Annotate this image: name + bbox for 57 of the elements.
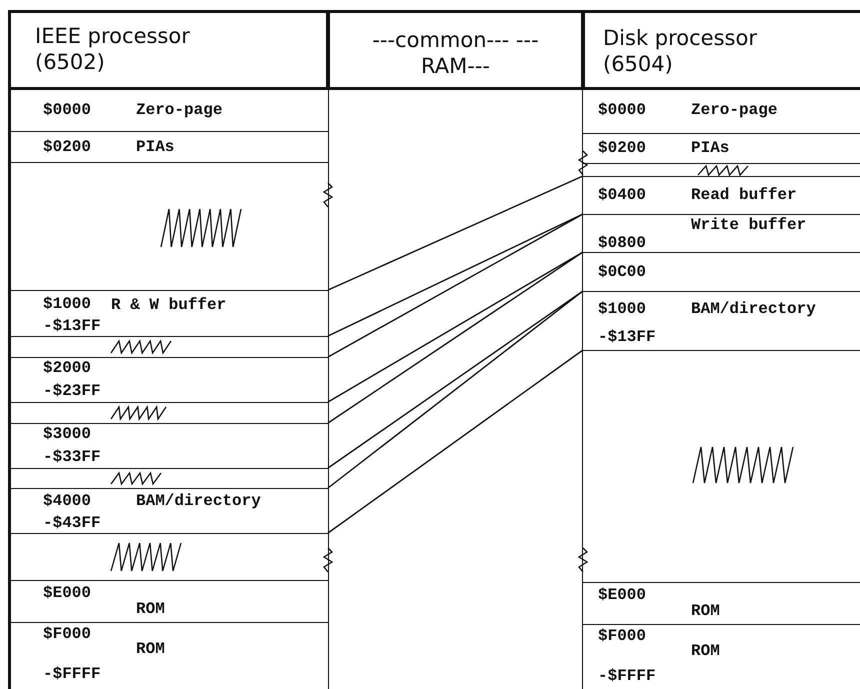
column-heading: ---common--- ---RAM--- xyxy=(371,27,540,79)
unused-memory-band xyxy=(8,162,329,291)
memory-block xyxy=(8,423,329,469)
memory-block xyxy=(8,488,329,534)
memory-block xyxy=(8,580,329,623)
region-label: Zero-page xyxy=(136,101,222,119)
address-label: $0200 xyxy=(598,139,646,157)
memory-block xyxy=(8,622,329,689)
address-label: -$FFFF xyxy=(43,665,101,683)
region-label: ROM xyxy=(691,602,720,620)
region-label: Zero-page xyxy=(691,101,778,119)
column-header xyxy=(327,10,584,90)
address-label: -$FFFF xyxy=(598,667,656,685)
column-header xyxy=(582,10,860,90)
column-heading: IEEE processor (6502) xyxy=(35,23,191,75)
address-label: $3000 xyxy=(43,425,92,443)
region-label: ROM xyxy=(136,600,165,618)
address-label: -$13FF xyxy=(598,328,656,346)
address-label: $1000 xyxy=(43,295,92,313)
address-label: -$23FF xyxy=(43,382,101,400)
unused-memory-band xyxy=(8,336,329,358)
unused-memory-band xyxy=(8,402,329,424)
region-label: BAM/directory xyxy=(136,492,261,510)
address-label: $2000 xyxy=(43,359,92,377)
address-label: $4000 xyxy=(43,492,92,510)
address-label: -$13FF xyxy=(43,317,101,335)
address-label: $F000 xyxy=(598,627,646,645)
region-label: Read buffer xyxy=(691,186,797,204)
memory-block xyxy=(8,357,329,403)
unused-memory-band xyxy=(8,533,329,581)
column-heading: Disk processor (6504) xyxy=(603,25,758,77)
memory-block xyxy=(8,131,329,163)
region-label: PIAs xyxy=(691,139,730,157)
unused-memory-band xyxy=(8,468,329,489)
address-label: -$33FF xyxy=(43,448,101,466)
address-label: $0000 xyxy=(43,101,92,119)
address-label: $1000 xyxy=(598,300,646,318)
address-label: -$43FF xyxy=(43,514,101,532)
mapping-line xyxy=(328,175,584,291)
memory-block xyxy=(8,290,329,337)
address-label: $0200 xyxy=(43,138,92,156)
memory-block xyxy=(8,88,329,132)
address-label: $0800 xyxy=(598,234,646,252)
region-label: PIAs xyxy=(136,138,174,156)
address-label: $E000 xyxy=(598,586,646,604)
address-label: $0C00 xyxy=(598,263,646,281)
region-label: Write buffer xyxy=(691,216,806,234)
address-label: $E000 xyxy=(43,584,92,602)
column-header xyxy=(8,10,329,90)
region-label: ROM xyxy=(136,640,165,658)
address-label: $0400 xyxy=(598,186,646,204)
region-label: BAM/directory xyxy=(691,300,816,318)
address-label: $0000 xyxy=(598,101,646,119)
region-label: R & W buffer xyxy=(111,296,226,314)
mapping-line xyxy=(328,349,584,534)
region-label: ROM xyxy=(691,642,720,660)
address-label: $F000 xyxy=(43,625,92,643)
